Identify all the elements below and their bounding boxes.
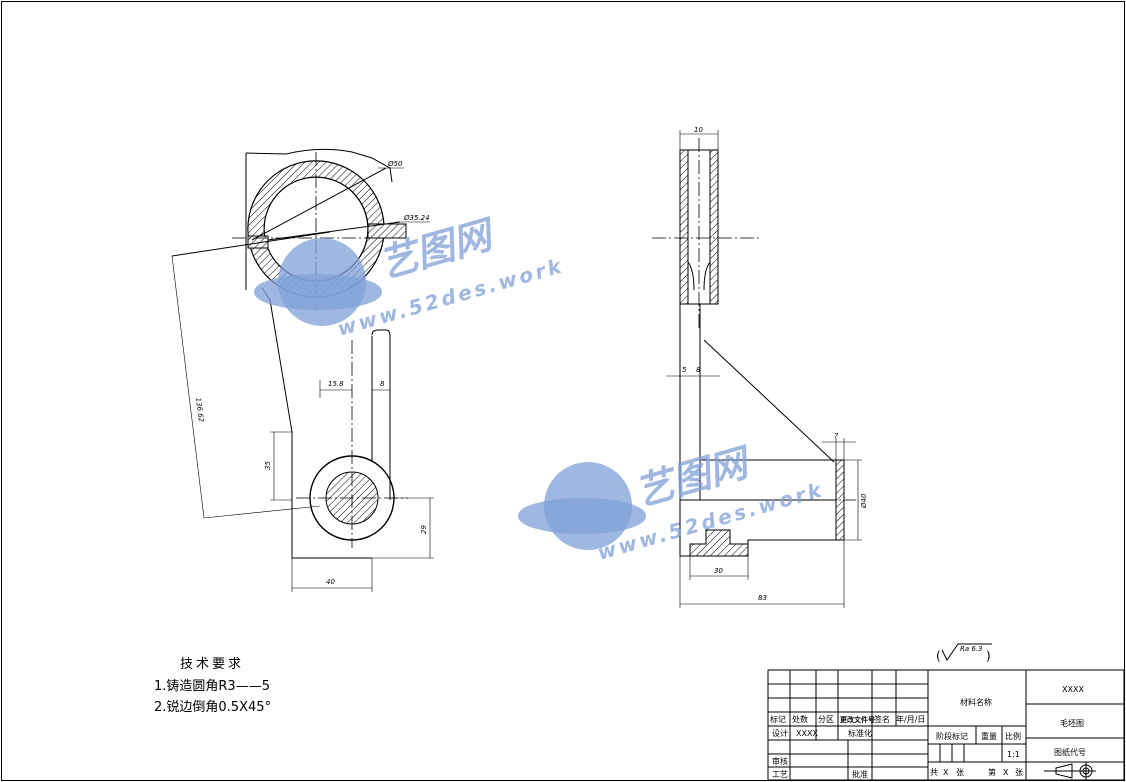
dim-side-8: 8 xyxy=(696,366,701,374)
dim-bore-diameter: Ø35.24 xyxy=(403,214,430,222)
title-block-sheet-x: X xyxy=(1003,768,1009,777)
title-block-count: 处数 xyxy=(792,714,808,724)
svg-text:(: ( xyxy=(936,649,941,663)
roughness-value: Ra 6.3 xyxy=(960,645,983,653)
title-block-code: XXXX xyxy=(1062,685,1084,694)
title-block-change-doc: 更改文件号 xyxy=(840,715,875,724)
tech-requirements-title: 技术要求 xyxy=(180,657,244,672)
dim-40: 40 xyxy=(326,578,335,586)
dim-side-30: 30 xyxy=(714,567,723,575)
drawing-type: 毛坯图 xyxy=(1060,718,1084,728)
title-block-signature: 签名 xyxy=(874,714,890,724)
title-block-standardization: 标准化 xyxy=(848,728,872,738)
title-block-design: 设计 xyxy=(772,728,788,738)
dim-top-10: 10 xyxy=(694,126,703,134)
title-block-sheets: 张 xyxy=(956,768,964,777)
front-view: 136.62 Ø50 Ø35.24 15.8 8 35 29 40 xyxy=(171,148,434,592)
title-block-sheet-no: 第 xyxy=(988,767,996,777)
dim-side-5: 5 xyxy=(682,366,687,374)
title-block-scale-value: 1:1 xyxy=(1007,750,1020,759)
side-view: 10 5 8 7 Ø40 30 83 xyxy=(652,126,868,608)
title-block-review: 审核 xyxy=(772,756,788,766)
title-block-total-x: X xyxy=(943,768,949,777)
roughness-symbol: ( Ra 6.3 ) xyxy=(936,643,992,663)
title-block-total: 共 xyxy=(930,768,938,777)
title-block-zone: 分区 xyxy=(818,715,834,724)
title-block-sheets-2: 张 xyxy=(1015,768,1023,777)
title-block-scale: 比例 xyxy=(1005,731,1021,741)
watermark-1: 艺图网 www.52des.work xyxy=(254,212,567,341)
tech-requirement-item: 1.铸造圆角R3——5 xyxy=(154,678,270,694)
title-block-designer: XXXX xyxy=(796,729,818,738)
title-block-marking: 标记 xyxy=(770,714,786,724)
dim-8: 8 xyxy=(380,380,385,388)
title-block-weight: 重量 xyxy=(981,731,997,741)
svg-text:): ) xyxy=(986,649,991,663)
projection-symbol-icon xyxy=(1044,762,1096,780)
title-block-stage-mark: 阶段标记 xyxy=(936,731,968,741)
watermark-2: 艺图网 www.52des.work xyxy=(518,440,827,565)
dim-outer-diameter: Ø50 xyxy=(387,160,403,168)
dim-35: 35 xyxy=(264,461,272,470)
dim-side-7: 7 xyxy=(834,432,839,440)
tech-requirement-item: 2.锐边倒角0.5X45° xyxy=(154,700,271,715)
dim-29: 29 xyxy=(420,525,428,534)
dim-side-83: 83 xyxy=(758,594,767,602)
dim-length: 136.62 xyxy=(194,397,205,423)
material-name: 材料名称 xyxy=(960,697,992,707)
dim-15-8: 15.8 xyxy=(328,380,344,388)
title-block-approve: 批准 xyxy=(852,769,868,779)
title-block: 标记 处数 分区 更改文件号 签名 年/月/日 设计 XXXX 标准化 审核 工… xyxy=(767,669,1125,781)
dim-side-dia40: Ø40 xyxy=(860,493,868,509)
tech-requirements: 技术要求 1.铸造圆角R3——5 2.锐边倒角0.5X45° xyxy=(154,657,271,715)
title-block-process: 工艺 xyxy=(772,770,788,779)
drawing-code: 图纸代号 xyxy=(1054,747,1086,757)
title-block-date: 年/月/日 xyxy=(896,714,925,724)
